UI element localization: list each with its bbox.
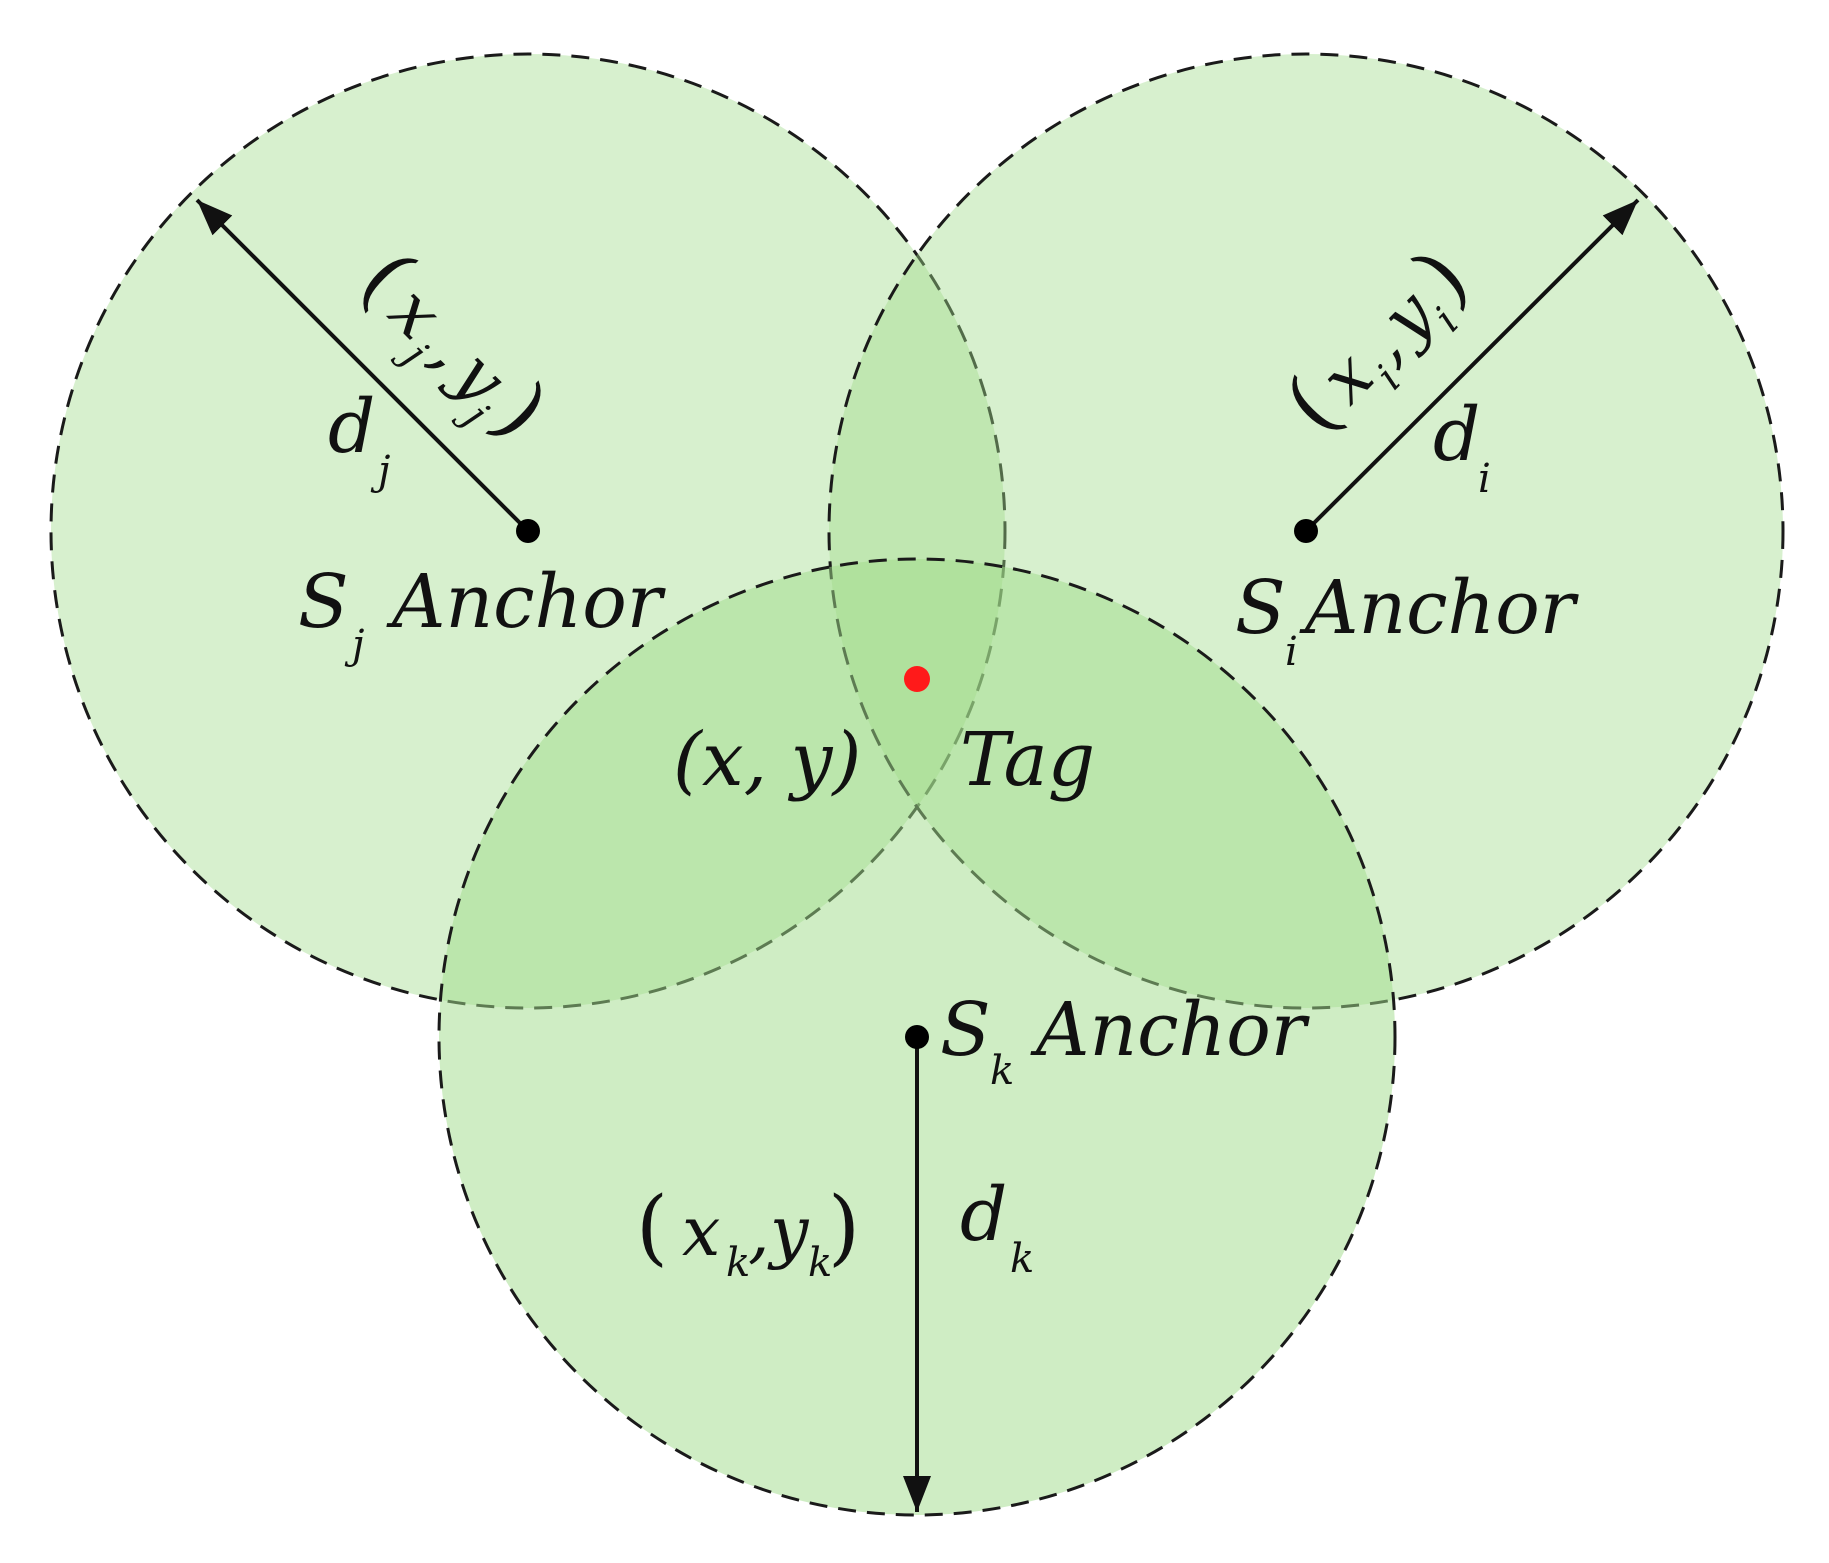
coord-k-ysub: k <box>808 1240 832 1286</box>
coord-k-close: ) <box>828 1180 860 1275</box>
anchor-k-point <box>905 1025 929 1049</box>
distance-j-d: d <box>328 384 375 470</box>
anchor-i-point <box>1294 519 1318 543</box>
coord-k-open: ( <box>636 1180 668 1275</box>
anchor-i-label: S i Anchor <box>1235 565 1580 675</box>
distance-k-d: d <box>960 1172 1007 1258</box>
anchor-k-label-s: S <box>940 987 991 1073</box>
coord-k-comma: , <box>748 1193 770 1272</box>
anchor-k-label-sub: k <box>990 1048 1014 1094</box>
distance-j-label: d j <box>328 384 390 494</box>
radius-arrows <box>195 198 1640 1512</box>
radius-arrow-j <box>195 198 530 533</box>
distance-i-d: d <box>1433 392 1480 478</box>
radius-arrow-i <box>1304 198 1640 533</box>
anchor-i-label-s: S <box>1235 565 1286 651</box>
distance-k-label: d k <box>960 1172 1034 1282</box>
coord-k-xsub: k <box>726 1240 750 1286</box>
anchor-i-label-word: Anchor <box>1299 565 1580 651</box>
tag-point <box>904 666 930 692</box>
coord-k-label: ( x k , y k ) <box>636 1180 860 1286</box>
anchor-j-label: S j Anchor <box>298 559 667 668</box>
anchor-k-label-word: Anchor <box>1030 987 1311 1073</box>
anchor-j-label-word: Anchor <box>386 559 667 645</box>
distance-i-sub: i <box>1478 456 1491 502</box>
anchor-points <box>516 519 1318 1049</box>
distance-i-label: d i <box>1433 392 1491 502</box>
coord-k-y: y <box>767 1193 810 1272</box>
coord-k-x: x <box>682 1193 720 1272</box>
tag-coord-label: (x, y) <box>673 717 861 803</box>
tag-label: Tag <box>960 717 1095 803</box>
anchor-i-label-sub: i <box>1285 629 1298 675</box>
anchor-k-label: S k Anchor <box>940 987 1311 1094</box>
anchor-j-label-s: S <box>298 559 349 645</box>
anchor-j-point <box>516 519 540 543</box>
distance-k-sub: k <box>1010 1236 1034 1282</box>
